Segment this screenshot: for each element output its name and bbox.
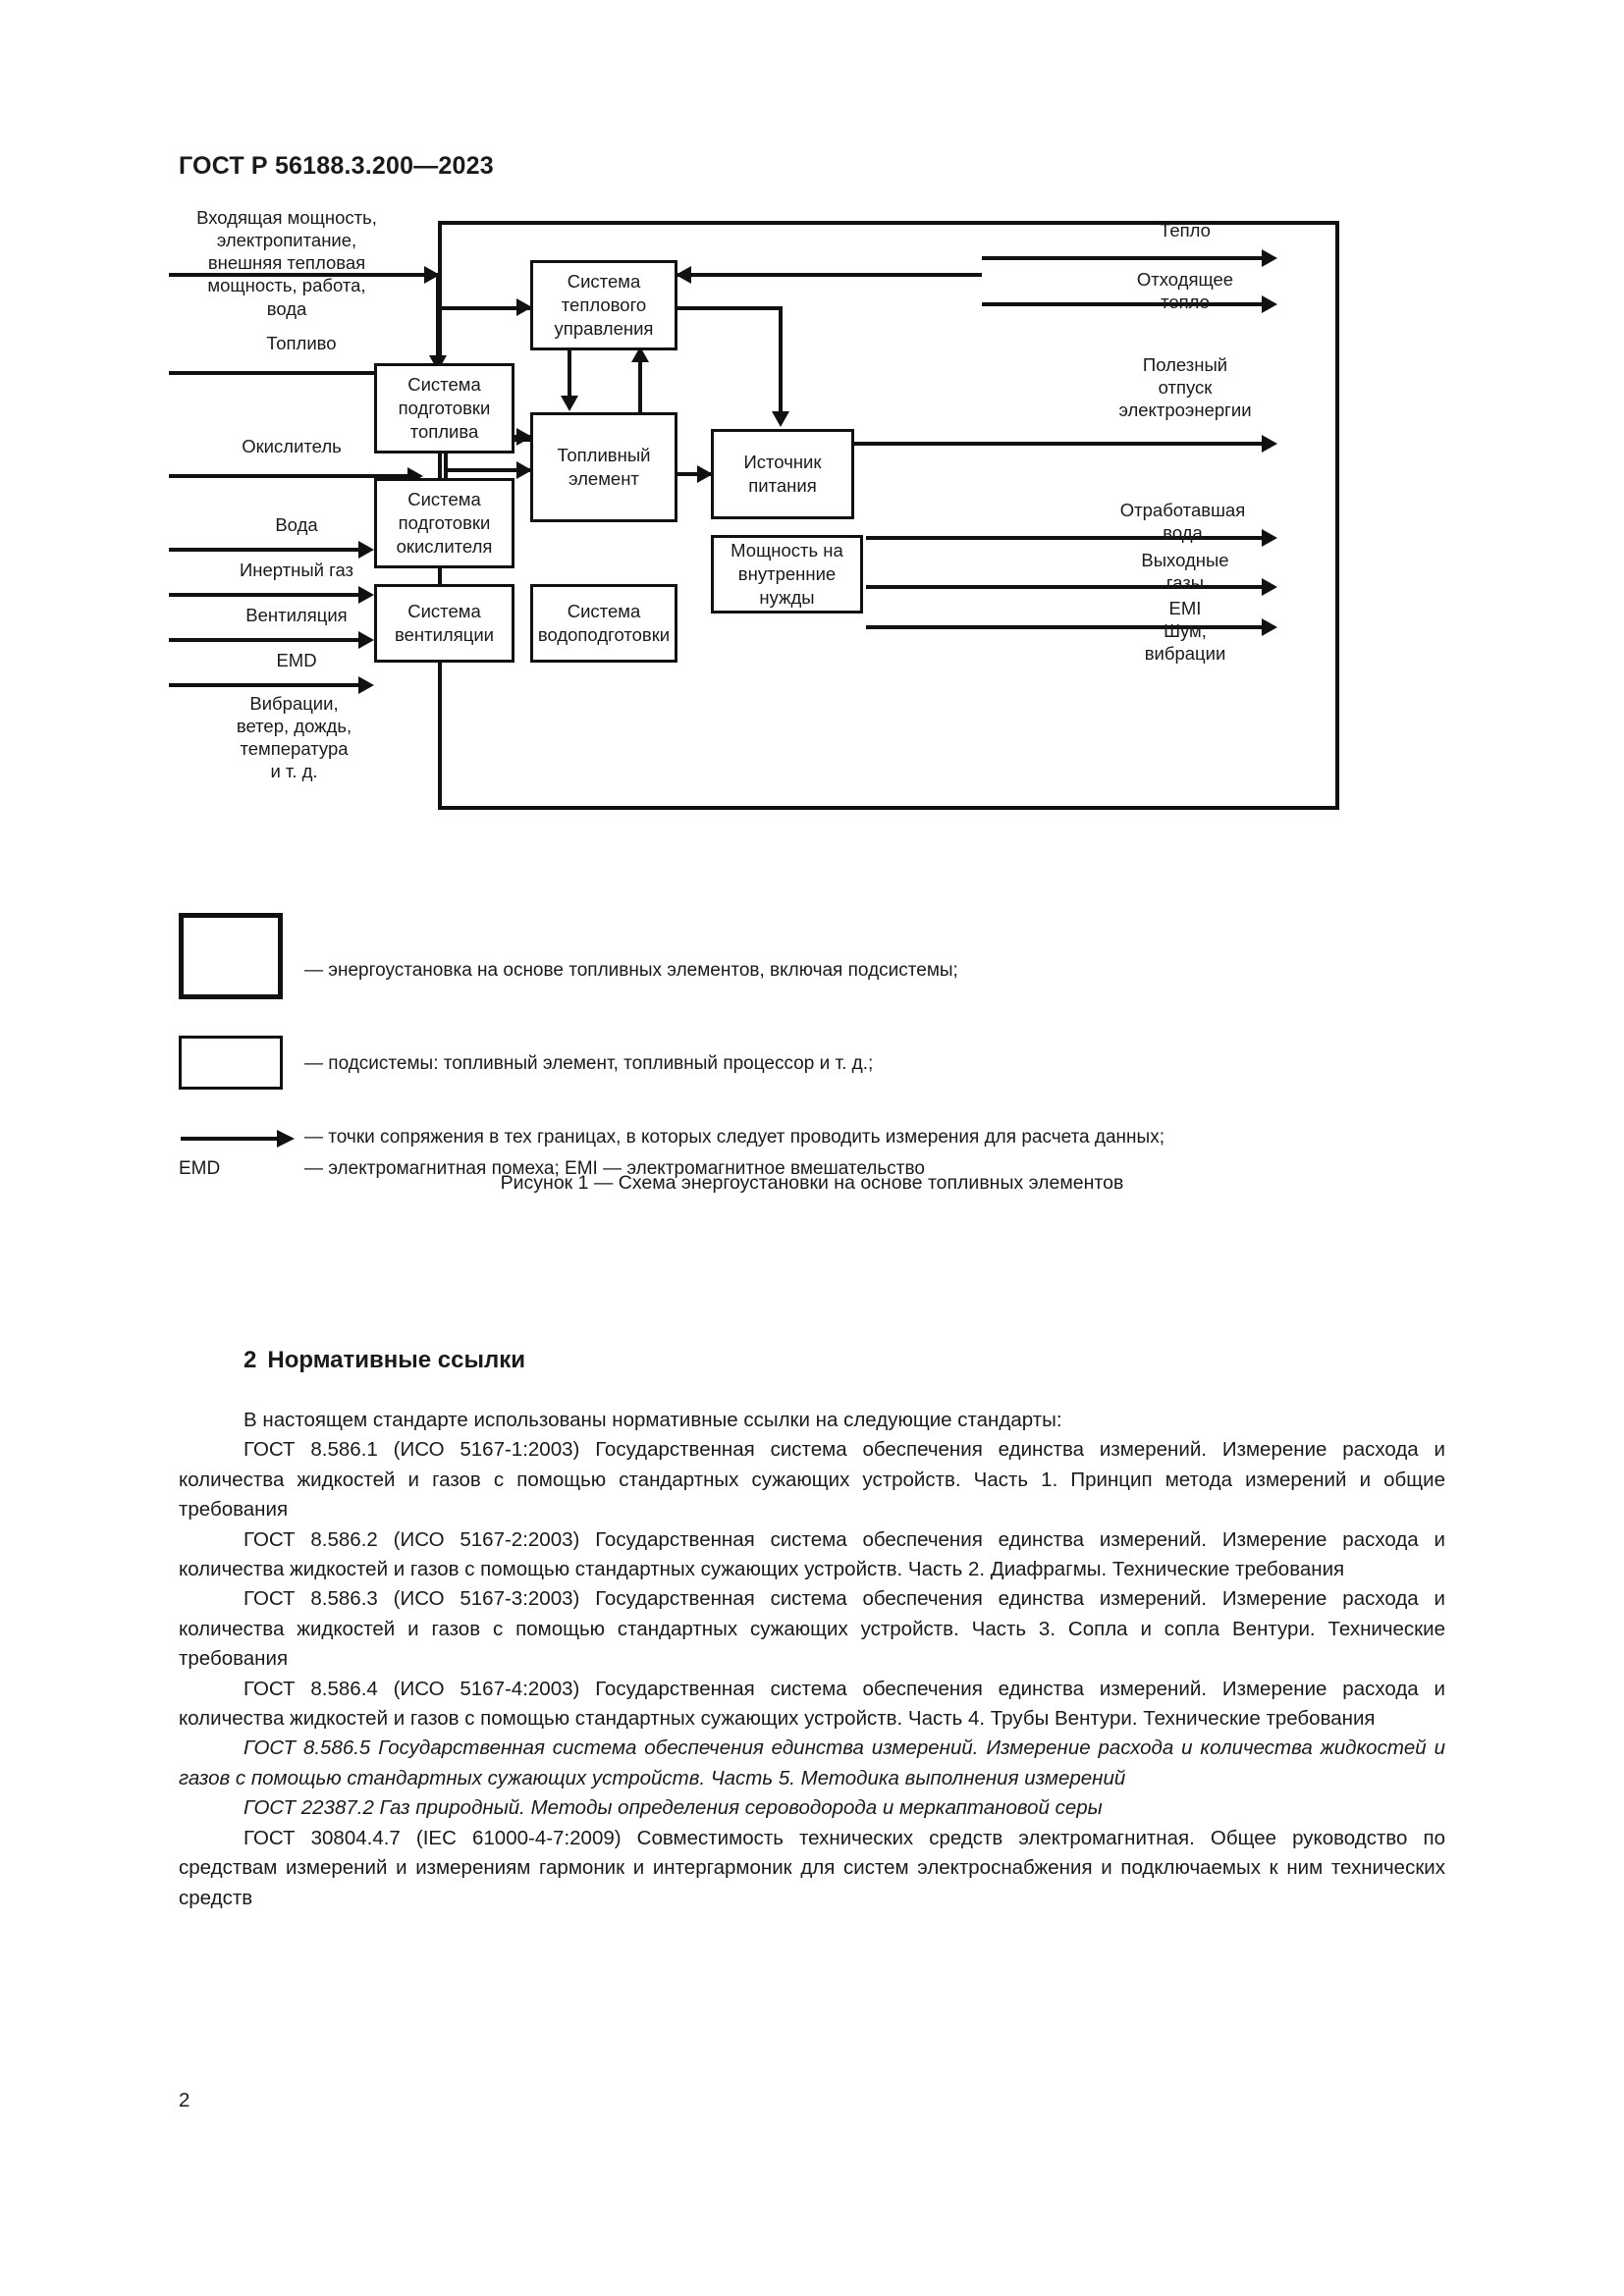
output-label-exhaust-gases: Выходные газы: [1141, 550, 1229, 594]
block-label: Система водоподготовки: [537, 601, 671, 645]
connector-oxprep-to-fuelcell: [444, 468, 534, 472]
output-label-electricity: Полезный отпуск электроэнергии: [1118, 354, 1252, 421]
legend-text-outer-box: — энергоустановка на основе топливных эл…: [304, 960, 958, 981]
legend-emd-abbreviation: EMD: [179, 1158, 221, 1179]
connector-power-down-to-fuelprep: [436, 306, 440, 367]
paragraph-gost-30804-4-7: ГОСТ 30804.4.7 (IEC 61000-4-7:2009) Совм…: [179, 1826, 1445, 1909]
section-body: В настоящем стандарте использованы норма…: [179, 1406, 1445, 1913]
output-label-waste-water: Отработавшая вода: [1119, 500, 1246, 544]
output-arrow-line-waste-water: [866, 536, 1267, 540]
input-arrow-line-water: [169, 548, 360, 552]
paragraph-gost-8-586-3: ГОСТ 8.586.3 (ИСО 5167-3:2003) Государст…: [179, 1587, 1445, 1671]
input-arrow-line-oxidizer: [169, 474, 409, 478]
block-ventilation-system: Система вентиляции: [374, 584, 514, 663]
output-arrow-head-waste-water: [1262, 529, 1277, 547]
connector-wasteheat-return: [677, 273, 982, 277]
output-label-heat: Тепло: [1160, 220, 1211, 240]
paragraph-gost-8-586-4: ГОСТ 8.586.4 (ИСО 5167-4:2003) Государст…: [179, 1677, 1445, 1731]
block-water-treatment-system: Система водоподготовки: [530, 584, 677, 663]
document-standard-number: ГОСТ Р 56188.3.200—2023: [179, 152, 494, 180]
paragraph-gost-8-586-2: ГОСТ 8.586.2 (ИСО 5167-2:2003) Государст…: [179, 1527, 1445, 1581]
input-label-oxidizer: Окислитель: [242, 436, 342, 456]
figure-caption: Рисунок 1 — Схема энергоустановки на осн…: [500, 1172, 1124, 1194]
input-arrow-line-fuel: [169, 371, 409, 375]
block-label: Топливный элемент: [557, 445, 651, 489]
input-arrow-head-power: [424, 266, 440, 284]
output-label-emi: EMI Шум, вибрации: [1144, 598, 1226, 665]
legend-text-emd: — электромагнитная помеха; EMI — электро…: [304, 1158, 925, 1179]
block-label: Система теплового управления: [554, 271, 654, 339]
connector-thermal-to-powersource-head: [772, 411, 789, 427]
legend-swatch-outer-box: [179, 913, 283, 999]
output-arrow-head-waste-heat: [1262, 295, 1277, 313]
block-internal-needs-power: Мощность на внутренние нужды: [711, 535, 863, 614]
input-label-emd: EMD: [276, 650, 317, 670]
connector-power-to-thermal-head: [516, 298, 532, 316]
connector-thermal-to-powersource: [779, 306, 783, 414]
connector-thermal-to-fuelcell-head: [561, 396, 578, 411]
connector-fuelcell-to-powersource: [677, 472, 715, 476]
section-title: Нормативные ссылки: [267, 1347, 525, 1373]
output-arrow-line-electricity: [854, 442, 1267, 446]
block-thermal-management-system: Система теплового управления: [530, 260, 677, 350]
output-arrow-line-emi: [866, 625, 1267, 629]
output-arrow-head-electricity: [1262, 435, 1277, 453]
block-fuel-cell: Топливный элемент: [530, 412, 677, 522]
input-label-water: Вода: [275, 514, 318, 535]
input-arrow-head-ventilation: [358, 631, 374, 649]
legend-text-inner-box: — подсистемы: топливный элемент, топливн…: [304, 1053, 874, 1074]
connector-thermal-right-bus: [677, 306, 783, 310]
paragraph-gost-22387-2: ГОСТ 22387.2 Газ природный. Методы опред…: [244, 1796, 1103, 1820]
input-label-environment: Вибрации, ветер, дождь, температура и т.…: [236, 693, 352, 782]
block-oxidizer-preparation-system: Система подготовки окислителя: [374, 478, 514, 568]
block-label: Система вентиляции: [394, 601, 494, 645]
input-arrow-line-ventilation: [169, 638, 360, 642]
connector-thermal-to-fuelcell: [568, 350, 571, 400]
connector-fuelprep-to-fuelcell-head: [516, 428, 532, 446]
section-heading: 2 Нормативные ссылки: [244, 1347, 525, 1374]
page-number: 2: [179, 2089, 190, 2111]
connector-fuelcell-to-thermal-head: [631, 347, 649, 362]
paragraph-gost-8-586-1: ГОСТ 8.586.1 (ИСО 5167-1:2003) Государст…: [179, 1438, 1445, 1522]
connector-fuelcell-to-thermal: [638, 354, 642, 413]
connector-wasteheat-return-head: [676, 266, 691, 284]
connector-fuelcell-to-powersource-head: [697, 465, 713, 483]
connector-power-bus-vertical: [436, 273, 440, 310]
connector-oxprep-to-fuelcell-head: [516, 461, 532, 479]
paragraph-intro: В настоящем стандарте использованы норма…: [244, 1409, 1062, 1431]
input-arrow-line-power: [169, 273, 426, 277]
output-arrow-line-waste-heat: [982, 302, 1267, 306]
legend-text-arrow: — точки сопряжения в тех границах, в кот…: [304, 1127, 1164, 1148]
block-power-source: Источник питания: [711, 429, 854, 519]
input-label-ventilation: Вентиляция: [245, 605, 348, 625]
block-label: Источник питания: [743, 452, 822, 496]
block-label: Система подготовки топлива: [398, 374, 491, 442]
connector-power-to-thermal: [436, 306, 532, 310]
input-arrow-line-inert-gas: [169, 593, 360, 597]
figure-1-diagram: Входящая мощность, электропитание, внешн…: [169, 207, 1455, 898]
legend-swatch-arrow-line: [181, 1137, 279, 1141]
section-number: 2: [244, 1347, 257, 1373]
input-arrow-head-water: [358, 541, 374, 559]
output-arrow-head-exhaust-gases: [1262, 578, 1277, 596]
legend-swatch-arrow-head-icon: [277, 1130, 295, 1148]
input-label-power: Входящая мощность, электропитание, внешн…: [196, 207, 377, 319]
block-label: Мощность на внутренние нужды: [731, 540, 843, 608]
output-arrow-head-heat: [1262, 249, 1277, 267]
output-arrow-line-heat: [982, 256, 1267, 260]
legend-swatch-inner-box: [179, 1036, 283, 1090]
block-label: Система подготовки окислителя: [396, 489, 493, 557]
input-label-inert-gas: Инертный газ: [239, 560, 354, 580]
connector-oxprep-up: [444, 445, 448, 482]
input-arrow-head-inert-gas: [358, 586, 374, 604]
input-arrow-head-emd: [358, 676, 374, 694]
input-label-fuel: Топливо: [266, 333, 337, 353]
output-arrow-head-emi: [1262, 618, 1277, 636]
block-fuel-preparation-system: Система подготовки топлива: [374, 363, 514, 454]
paragraph-gost-8-586-5: ГОСТ 8.586.5 Государственная система обе…: [179, 1736, 1445, 1789]
output-label-waste-heat: Отходящее тепло: [1136, 269, 1234, 313]
input-arrow-line-emd: [169, 683, 360, 687]
output-arrow-line-exhaust-gases: [866, 585, 1267, 589]
